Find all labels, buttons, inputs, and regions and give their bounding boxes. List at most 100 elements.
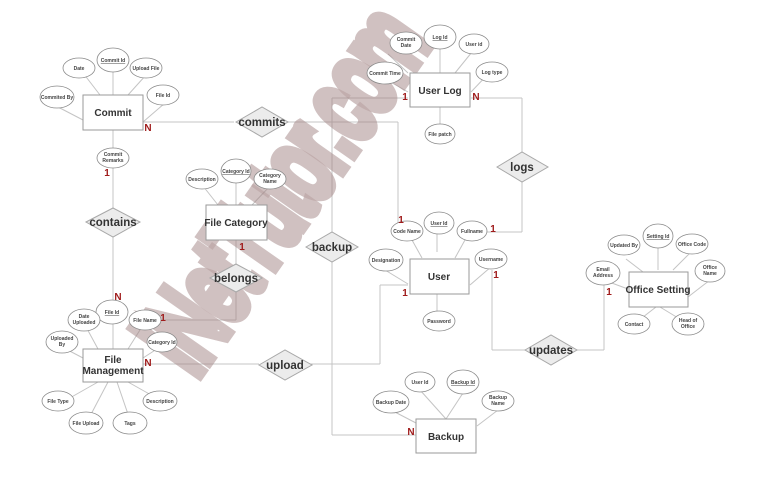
svg-text:Office Code: Office Code: [678, 242, 706, 248]
card-user-commits: 1: [398, 215, 404, 226]
attr-b-user-id: User Id: [404, 371, 436, 393]
svg-text:Head of: Head of: [679, 318, 698, 324]
svg-text:User: User: [428, 272, 450, 283]
svg-text:Date: Date: [401, 43, 412, 49]
attr-fm-file-name: File Name: [128, 309, 162, 331]
cardinality-labels: N 1 N 1 1 N 1 N 1 1 1 1 1 N: [104, 92, 612, 438]
svg-text:Uploaded: Uploaded: [51, 336, 74, 342]
svg-text:File patch: File patch: [428, 132, 451, 138]
svg-text:User id: User id: [466, 42, 483, 48]
svg-text:Management: Management: [82, 366, 144, 377]
relationship-commits[interactable]: commits: [234, 106, 290, 138]
svg-text:Backup Date: Backup Date: [376, 400, 407, 406]
svg-text:Office: Office: [703, 265, 717, 271]
svg-text:Date: Date: [79, 314, 90, 320]
attr-commit-file-id: File Id: [146, 84, 180, 106]
attr-fm-file-id: File Id: [95, 299, 129, 325]
svg-text:upload: upload: [266, 360, 304, 372]
svg-text:File Name: File Name: [133, 318, 157, 324]
relationship-backup[interactable]: backup: [304, 231, 360, 263]
entity-office-setting[interactable]: Office Setting: [625, 271, 691, 308]
attr-os-head-of-office: Head of Office: [671, 312, 705, 336]
attr-ul-user-id: User id: [458, 33, 490, 55]
attr-fm-file-type: File Type: [41, 390, 75, 412]
entity-user-log[interactable]: User Log: [409, 72, 471, 108]
card-backup-backup: N: [407, 427, 414, 438]
card-commit-commits: N: [144, 123, 151, 134]
svg-text:Office Setting: Office Setting: [625, 285, 690, 296]
attr-u-code-name: Code Name: [390, 220, 424, 242]
attr-fm-description: Description: [142, 390, 178, 412]
svg-text:Category Id: Category Id: [148, 340, 176, 346]
entity-file-category[interactable]: File Category: [204, 204, 268, 241]
svg-text:File Category: File Category: [204, 218, 268, 229]
card-userlog-logs: N: [472, 92, 479, 103]
attr-u-fullname: Fullname: [456, 220, 488, 242]
relationship-belongs[interactable]: belongs: [208, 263, 264, 293]
svg-text:Uploaded: Uploaded: [73, 320, 96, 326]
attr-os-email-address: Email Address: [585, 260, 621, 286]
attr-fm-tags: Tags: [112, 411, 148, 435]
attr-os-contact: Contact: [617, 313, 651, 335]
attr-fc-category-id: Category Id: [220, 158, 252, 184]
svg-text:Commit: Commit: [104, 152, 123, 158]
attr-commit-remarks: Commit Remarks: [96, 147, 130, 169]
svg-text:Category Id: Category Id: [222, 169, 250, 175]
card-user-upload: 1: [402, 288, 408, 299]
svg-text:Log type: Log type: [482, 70, 503, 76]
card-fm-contains: N: [114, 292, 121, 303]
svg-text:File: File: [104, 355, 122, 366]
relationship-updates[interactable]: updates: [523, 334, 579, 366]
attr-os-updated-by: Updated By: [607, 234, 641, 256]
card-os-updates: 1: [606, 287, 612, 298]
svg-text:Commited By: Commited By: [41, 95, 73, 101]
svg-text:Description: Description: [188, 177, 216, 183]
svg-text:Contact: Contact: [625, 322, 644, 328]
svg-text:backup: backup: [312, 242, 352, 254]
svg-text:Backup Id: Backup Id: [451, 380, 475, 386]
svg-text:Name: Name: [703, 271, 717, 277]
svg-text:belongs: belongs: [214, 273, 258, 285]
attr-b-backup-id: Backup Id: [446, 369, 480, 395]
svg-text:commits: commits: [238, 117, 285, 129]
relationship-logs[interactable]: logs: [496, 151, 550, 183]
svg-text:User Id: User Id: [412, 380, 429, 386]
entity-commit[interactable]: Commit: [82, 94, 144, 131]
svg-text:Office: Office: [681, 324, 695, 330]
attr-commit-date: Date: [62, 57, 96, 79]
svg-text:Upload File: Upload File: [133, 66, 160, 72]
attr-b-backup-name: Backup Name: [481, 390, 515, 412]
svg-text:Date: Date: [74, 66, 85, 72]
relationship-upload[interactable]: upload: [257, 349, 314, 381]
attr-u-user-id: User Id: [423, 211, 455, 235]
svg-text:Designation: Designation: [372, 258, 401, 264]
svg-text:Description: Description: [146, 399, 174, 405]
svg-text:Updated By: Updated By: [610, 243, 638, 249]
entity-backup[interactable]: Backup: [415, 418, 477, 454]
svg-text:File Id: File Id: [105, 310, 119, 316]
card-fm-belongs: 1: [160, 313, 166, 324]
attr-u-designation: Designation: [368, 248, 404, 272]
attr-commit-upload-file: Upload File: [129, 57, 163, 79]
card-fm-upload: N: [144, 358, 151, 369]
svg-text:logs: logs: [510, 162, 534, 174]
attr-fm-date-uploaded: Date Uploaded: [67, 308, 101, 332]
svg-text:Commit: Commit: [94, 108, 132, 119]
card-userlog-backup: 1: [402, 92, 408, 103]
svg-text:Username: Username: [479, 257, 503, 263]
attr-fm-category-id: Category Id: [146, 331, 178, 353]
svg-text:Commit: Commit: [397, 37, 416, 43]
attr-ul-commit-time: Commit Time: [366, 61, 404, 85]
svg-text:contains: contains: [89, 217, 136, 229]
attr-b-backup-date: Backup Date: [372, 390, 410, 414]
svg-text:Backup: Backup: [428, 432, 464, 443]
svg-text:Log Id: Log Id: [433, 35, 448, 41]
svg-text:Name: Name: [263, 179, 277, 185]
attr-os-office-code: Office Code: [675, 233, 709, 255]
entity-user[interactable]: User: [409, 258, 470, 295]
entity-file-management[interactable]: File Management: [82, 348, 144, 383]
svg-text:User Id: User Id: [431, 221, 448, 227]
attr-fc-description: Description: [185, 168, 219, 190]
relationship-contains[interactable]: contains: [84, 207, 142, 238]
